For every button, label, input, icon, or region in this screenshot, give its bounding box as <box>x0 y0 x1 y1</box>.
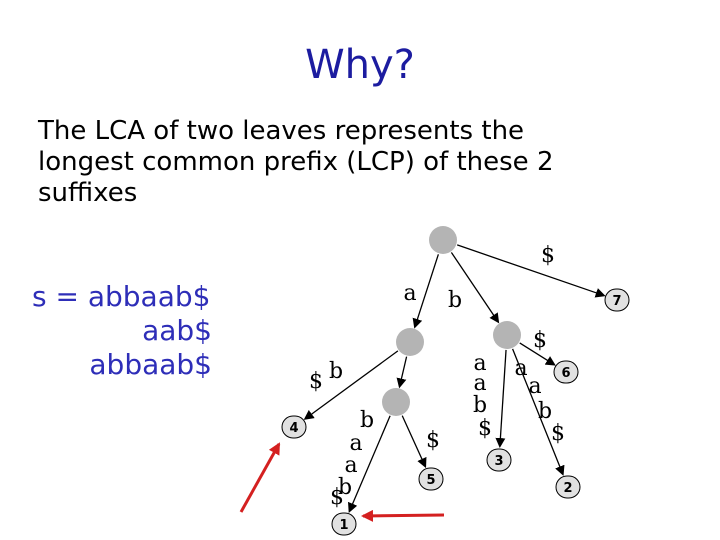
tree-edge-root-a <box>412 254 440 329</box>
edge-label-a-leaf4: $ <box>309 369 323 394</box>
tree-edge-b-leaf6 <box>519 342 556 366</box>
edge-label-b-leaf3: b <box>473 393 487 418</box>
edge-label-root-b: b <box>448 288 462 313</box>
string-line: abbaab$ <box>89 348 212 381</box>
tree-edge-root-b <box>450 252 500 324</box>
tree-node-root <box>429 226 457 254</box>
edge-label-ab-leaf1: $ <box>330 485 344 510</box>
edge-label-b-leaf3: a <box>473 371 486 396</box>
edge-label-b-leaf2: a <box>514 356 527 381</box>
string-line: s = abbaab$ <box>32 280 211 313</box>
body-line: longest common prefix (LCP) of these 2 <box>38 147 554 177</box>
tree-edge-ab-leaf1 <box>348 415 391 513</box>
string-line: aab$ <box>142 314 212 347</box>
edge-label-a-ab: b <box>329 359 343 384</box>
edge-label-b-leaf3: a <box>473 351 486 376</box>
body-text: The LCA of two leaves represents the lon… <box>38 116 698 209</box>
tree-leaf-leaf7 <box>604 288 630 312</box>
tree-edge-a-ab <box>396 356 408 389</box>
leaf-number: 1 <box>339 518 348 533</box>
edge-label-b-leaf2: b <box>538 399 552 424</box>
leaf-number: 7 <box>612 294 621 309</box>
tree-node-b <box>493 321 521 349</box>
body-line: suffixes <box>38 178 138 208</box>
suffix-strings: s = abbaab$ aab$ abbaab$ <box>32 280 212 382</box>
edge-label-root-a: a <box>403 281 416 306</box>
leaf-number: 6 <box>561 366 570 381</box>
tree-edge-root-leaf7 <box>456 244 606 298</box>
edge-label-ab-leaf5: $ <box>426 428 440 453</box>
body-line: The LCA of two leaves represents the <box>38 116 525 146</box>
tree-node-a <box>396 328 424 356</box>
leaf-number: 4 <box>289 421 298 436</box>
pointer-arrow-leaf1 <box>361 509 445 522</box>
tree-node-ab <box>382 388 410 416</box>
tree-edge-b-leaf2 <box>511 348 565 476</box>
edge-label-b-leaf6: $ <box>533 328 547 353</box>
tree-edge-a-leaf4 <box>303 350 399 420</box>
pointer-arrow-leaf4 <box>239 442 281 513</box>
slide-title: Why? <box>305 42 415 88</box>
edge-label-b-leaf2: a <box>528 374 541 399</box>
leaf-number: 3 <box>494 454 503 469</box>
edge-label-b-leaf3: $ <box>478 416 492 441</box>
tree-leaf-leaf2 <box>555 475 581 499</box>
edge-label-b-leaf2: $ <box>551 421 565 446</box>
edge-label-root-leaf7: $ <box>541 243 555 268</box>
tree-edge-ab-leaf5 <box>401 415 427 469</box>
tree-leaf-leaf6 <box>553 360 579 384</box>
leaf-number: 2 <box>563 481 572 496</box>
edge-label-ab-leaf1: a <box>349 431 362 456</box>
tree-leaf-leaf4 <box>281 415 307 439</box>
edge-label-ab-leaf1: b <box>338 475 352 500</box>
tree-leaf-leaf3 <box>486 448 512 472</box>
edge-label-ab-leaf1: b <box>360 408 374 433</box>
tree-edge-b-leaf3 <box>495 349 507 449</box>
tree-leaf-leaf1 <box>331 512 357 536</box>
tree-leaf-leaf5 <box>418 467 444 491</box>
leaf-number: 5 <box>426 473 435 488</box>
edge-label-ab-leaf1: a <box>344 453 357 478</box>
